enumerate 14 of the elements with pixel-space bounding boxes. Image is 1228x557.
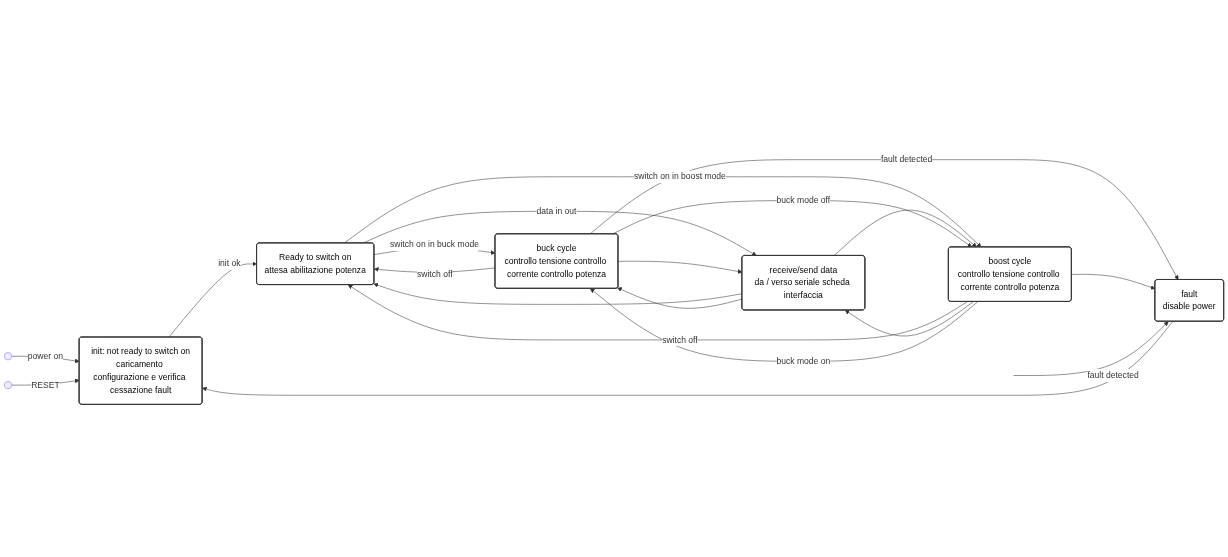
edge-label: power on: [27, 351, 64, 361]
edge-label: init ok: [218, 258, 241, 268]
edge-label: switch on in boost mode: [634, 171, 726, 181]
edge-label: switch off: [417, 268, 453, 279]
node-circle: [4, 380, 13, 389]
edge-label: data in out: [536, 206, 577, 216]
edge-label: fault detected: [1087, 370, 1139, 380]
edge-label: RESET: [31, 379, 60, 390]
edge-label: fault detected: [880, 154, 933, 164]
edge-label: switch off: [662, 334, 698, 344]
edge-label: buck mode off: [776, 195, 831, 205]
edge-label: buck mode on: [776, 356, 831, 366]
edge-label: switch on in buck mode: [389, 239, 479, 249]
node-circle: [4, 351, 13, 360]
